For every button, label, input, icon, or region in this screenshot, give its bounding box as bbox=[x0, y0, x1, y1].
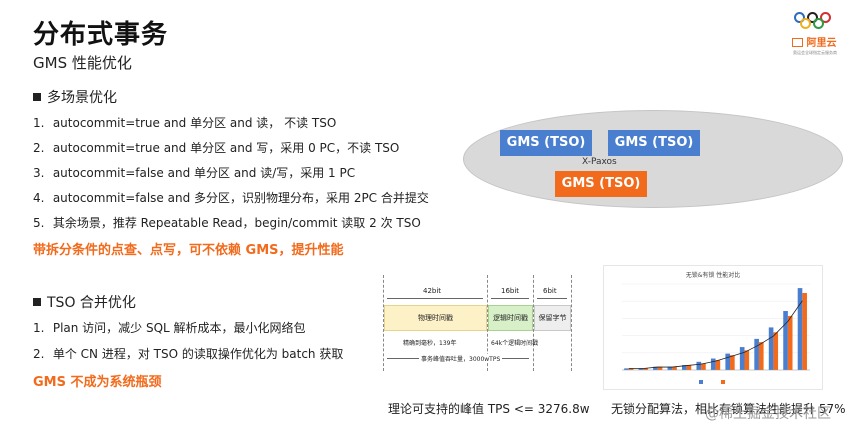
watermark-text: @稀土掘金技术社区 bbox=[705, 406, 831, 422]
chart-plot bbox=[622, 283, 810, 384]
list-item: 1. autocommit=true and 单分区 and 读， 不读 TSO bbox=[33, 116, 337, 130]
performance-chart: 无锁&有锁 性能对比 bbox=[603, 265, 823, 390]
list-item: 5. 其余场景，推荐 Repeatable Read，begin/commit … bbox=[33, 216, 421, 230]
page-title: 分布式事务 bbox=[33, 20, 169, 50]
chart-bar bbox=[657, 366, 663, 370]
chart-bar bbox=[682, 365, 687, 370]
chart-bar bbox=[802, 293, 807, 370]
chart-bar bbox=[696, 361, 702, 370]
page-subtitle: GMS 性能优化 bbox=[33, 54, 132, 72]
chart-bar bbox=[710, 358, 716, 370]
chart-bar bbox=[725, 353, 731, 370]
gms-node-right: GMS (TSO) bbox=[608, 130, 700, 156]
physical-note: 精确到毫秒，139年 bbox=[403, 340, 457, 347]
chart-bar bbox=[730, 355, 735, 370]
legend-swatch bbox=[699, 380, 703, 384]
chart-bar bbox=[754, 338, 759, 370]
list-item: 3. autocommit=false and 单分区 and 读/写，采用 1… bbox=[33, 166, 356, 180]
chart-bar bbox=[653, 366, 658, 370]
list-item: 4. autocommit=false and 多分区，识别物理分布，采用 2P… bbox=[33, 191, 429, 205]
tso-caption: 理论可支持的峰值 TPS <= 3276.8w bbox=[388, 402, 590, 416]
bits-label: 16bit bbox=[501, 287, 520, 295]
legend-swatch bbox=[721, 380, 725, 384]
list-item: 1. Plan 访问，减少 SQL 解析成本，最小化网络包 bbox=[33, 321, 306, 335]
section-heading-multi-scenario: 多场景优化 bbox=[33, 87, 117, 107]
chart-bar bbox=[667, 366, 673, 370]
chart-bar bbox=[758, 342, 764, 370]
alibaba-cloud-icon bbox=[792, 38, 803, 47]
protocol-label: X-Paxos bbox=[582, 157, 617, 167]
square-bullet-icon bbox=[33, 298, 41, 306]
chart-bar bbox=[773, 332, 779, 370]
chart-bar bbox=[624, 368, 629, 370]
trend-line bbox=[628, 300, 803, 369]
chart-bar bbox=[701, 363, 706, 370]
logo-brand-text: 阿里云 bbox=[806, 38, 837, 49]
chart-title: 无锁&有锁 性能对比 bbox=[685, 272, 741, 279]
chart-bar bbox=[715, 360, 721, 370]
section-heading-tso-merge: TSO 合并优化 bbox=[33, 292, 136, 312]
chart-bar bbox=[672, 366, 677, 370]
chart-bar bbox=[686, 365, 692, 370]
field-reserved: 保留字节 bbox=[534, 305, 571, 331]
highlight-text: 带拆分条件的点查、点写，可不依赖 GMS，提升性能 bbox=[33, 243, 344, 258]
field-physical-timestamp: 物理时间戳 bbox=[384, 305, 487, 331]
peak-throughput-label: 事务峰值吞吐量，3000wTPS bbox=[419, 354, 503, 363]
chart-bar bbox=[638, 368, 644, 370]
logical-note: 64k个逻辑时间戳 bbox=[491, 340, 539, 347]
chart-bar bbox=[643, 368, 648, 370]
chart-bar bbox=[768, 327, 774, 370]
gms-cluster-ellipse bbox=[463, 110, 843, 208]
list-item: 2. autocommit=true and 单分区 and 写，采用 0 PC… bbox=[33, 141, 400, 155]
logo-tagline: 奥运会全球指定云服务商 bbox=[793, 50, 837, 55]
chart-bar bbox=[787, 315, 793, 370]
tso-bit-layout: 42bit 16bit 6bit 物理时间戳 逻辑时间戳 保留字节 精确到毫秒，… bbox=[383, 275, 579, 387]
highlight-text: GMS 不成为系统瓶颈 bbox=[33, 375, 162, 390]
chart-bar bbox=[797, 288, 803, 370]
gms-node-leader: GMS (TSO) bbox=[555, 171, 647, 197]
olympic-alibaba-logo: 阿里云 奥运会全球指定云服务商 bbox=[790, 10, 852, 64]
field-logical-timestamp: 逻辑时间戳 bbox=[488, 305, 533, 331]
bits-label: 42bit bbox=[423, 287, 442, 295]
chart-bar bbox=[783, 311, 788, 370]
bits-label: 6bit bbox=[543, 287, 557, 295]
chart-bar bbox=[744, 350, 750, 370]
square-bullet-icon bbox=[33, 93, 41, 101]
chart-bar bbox=[628, 368, 634, 370]
chart-caption: 无锁分配算法，相比有锁算法性能提升 57% bbox=[611, 402, 846, 416]
list-item: 2. 单个 CN 进程，对 TSO 的读取操作优化为 batch 获取 bbox=[33, 347, 344, 361]
gms-node-left: GMS (TSO) bbox=[500, 130, 592, 156]
chart-bar bbox=[739, 347, 745, 370]
